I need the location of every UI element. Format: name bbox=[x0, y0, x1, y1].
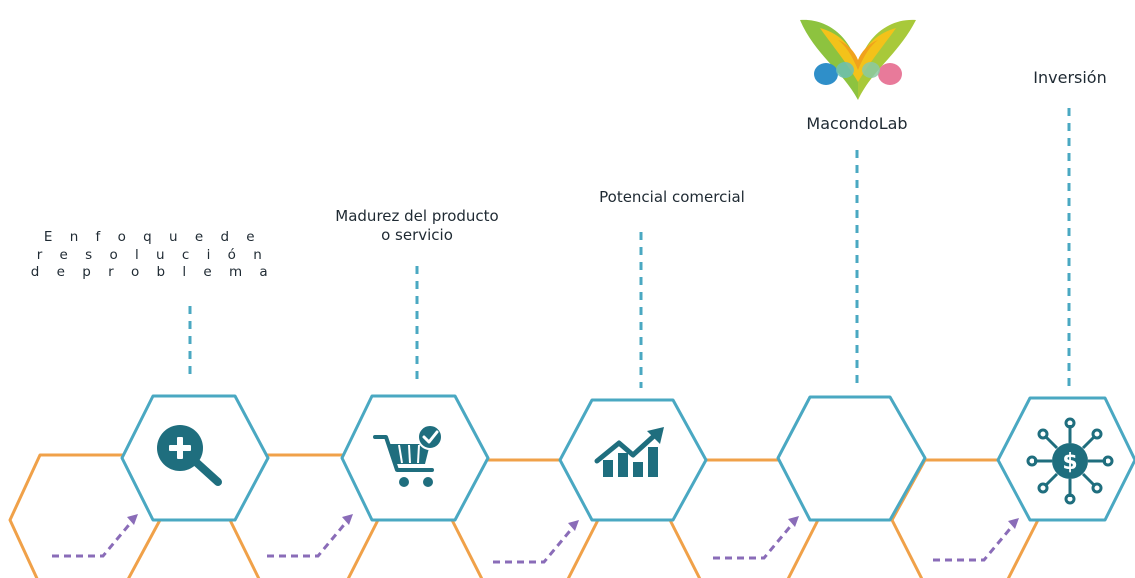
arrow-3 bbox=[493, 525, 576, 564]
step-label-5: Inversión bbox=[1011, 68, 1129, 88]
blue-hexagon-3 bbox=[558, 398, 708, 522]
step-label-2: Madurez del producto o servicio bbox=[322, 207, 512, 245]
magnify-plus-icon bbox=[157, 425, 222, 486]
arrow-4 bbox=[713, 521, 796, 560]
step-label-3-line-1: Potencial comercial bbox=[599, 188, 745, 206]
cart-check-icon bbox=[373, 424, 443, 487]
step-label-3: Potencial comercial bbox=[572, 188, 772, 207]
dollar-network-icon: $ bbox=[1026, 417, 1114, 505]
step-label-1: E n f o q u e d e r e s o l u c i ó n d … bbox=[25, 229, 280, 282]
step-label-4: MacondoLab bbox=[782, 114, 932, 134]
step-label-5-line-1: Inversión bbox=[1033, 68, 1107, 87]
arrow-2 bbox=[267, 519, 350, 558]
step-label-2-line-2: o servicio bbox=[381, 225, 453, 244]
butterfly-logo bbox=[800, 19, 916, 101]
step-label-4-line-1: MacondoLab bbox=[806, 114, 908, 133]
step-label-1-line-2: r e s o l u c i ó n bbox=[36, 246, 269, 263]
step-label-1-line-3: d e p r o b l e m a bbox=[30, 264, 275, 281]
growth-chart-icon bbox=[594, 427, 664, 477]
step-label-1-line-1: E n f o q u e d e bbox=[43, 229, 262, 245]
arrow-1 bbox=[52, 519, 135, 558]
arrow-5 bbox=[933, 523, 1016, 562]
blue-hexagon-4 bbox=[776, 395, 927, 522]
step-label-2-line-1: Madurez del producto bbox=[335, 207, 499, 225]
svg-text:$: $ bbox=[1062, 450, 1077, 475]
